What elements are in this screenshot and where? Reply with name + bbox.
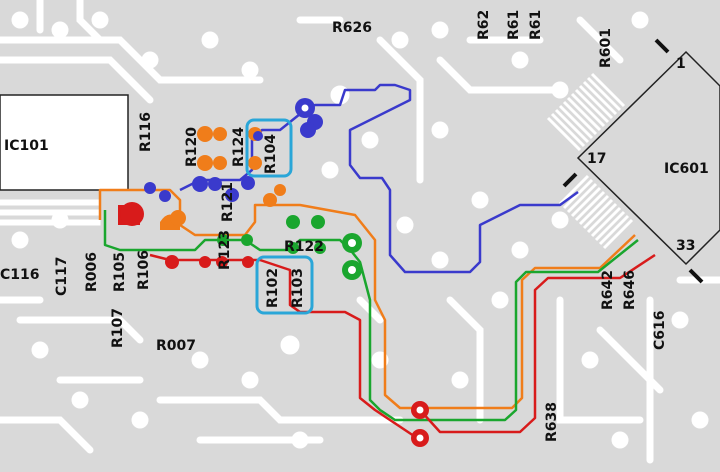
ic101-label: IC101: [4, 138, 49, 154]
orange-pads: [160, 126, 286, 230]
r106-label: R106: [136, 250, 152, 290]
r646-label: R646: [622, 270, 638, 310]
r006-label: R006: [84, 252, 100, 292]
vertical-labels: R62 R61 R61 R601 R116 R120 R124 R104 R12…: [54, 10, 668, 442]
r007-label: R007: [156, 338, 196, 354]
r642-label: R642: [600, 270, 616, 310]
r61-label-b: R61: [528, 10, 544, 40]
green-pads: [217, 215, 362, 280]
c616-label: C616: [652, 311, 668, 351]
ic601-body: [576, 50, 720, 266]
r116-label: R116: [138, 112, 154, 152]
c116-label: C116: [0, 267, 40, 283]
r102-r103-highlight: [255, 255, 314, 315]
r121-label: R121: [220, 182, 236, 222]
r62-label: R62: [476, 10, 492, 40]
r61-label-a: R61: [506, 10, 522, 40]
r107-label: R107: [110, 308, 126, 348]
r120-label: R120: [184, 127, 200, 167]
r102-label: R102: [265, 268, 281, 308]
ic601-label: IC601: [664, 161, 709, 177]
c117-label: C117: [54, 257, 70, 297]
r122-label: R122: [284, 239, 324, 255]
r124-label: R124: [231, 127, 247, 167]
ic601-corner-marks: [562, 38, 704, 284]
red-net: [149, 253, 656, 442]
r104-highlight: [245, 118, 293, 178]
ic101-body: [0, 94, 129, 191]
ic601-pin-1: 1: [676, 56, 686, 72]
r123-label: R123: [217, 230, 233, 270]
ic601-pin-33: 33: [676, 238, 695, 254]
r601-label: R601: [598, 28, 614, 68]
r105-label: R105: [112, 252, 128, 292]
ic601-pin-17: 17: [587, 151, 606, 167]
r103-label: R103: [290, 268, 306, 308]
green-net: [103, 210, 639, 422]
r626-label: R626: [332, 20, 372, 36]
r104-label: R104: [263, 134, 279, 174]
r638-label: R638: [544, 402, 560, 442]
